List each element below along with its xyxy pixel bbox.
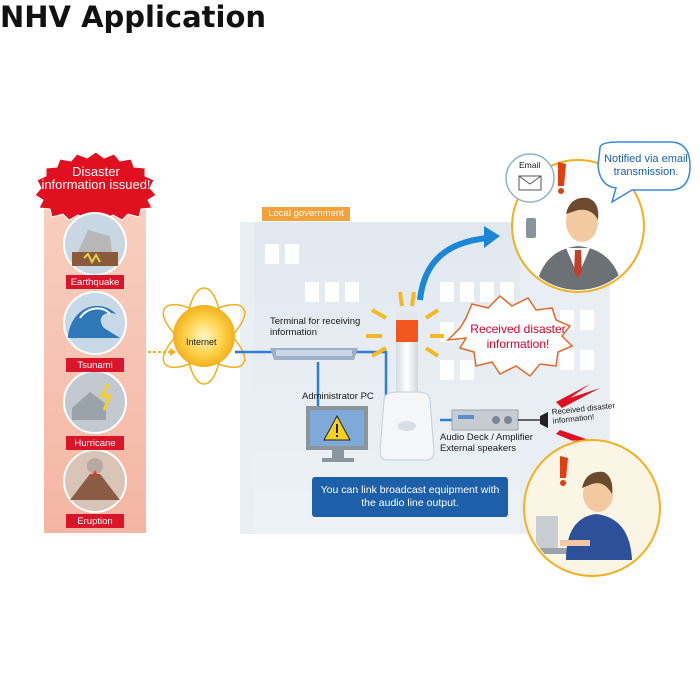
- email-label: Email: [519, 160, 541, 170]
- hazard-panel: [34, 151, 157, 533]
- office-worker: [523, 439, 661, 577]
- email-person: [505, 153, 645, 293]
- network-lines: [235, 350, 452, 422]
- terminal-label: Terminal for receiving information: [270, 316, 361, 338]
- terminal-device: [270, 348, 358, 360]
- tsunami-icon: [63, 291, 127, 355]
- internet-label: Internet: [186, 337, 217, 347]
- hurricane-label-bg: [66, 436, 124, 450]
- local-government-badge: Local government: [262, 207, 350, 221]
- hurricane-icon: [63, 370, 127, 434]
- audio-deck-label: Audio Deck / Amplifier External speakers: [440, 432, 533, 454]
- page-title: NHV Application: [0, 0, 267, 34]
- email-bubble-text: Notified via email transmission.: [604, 153, 688, 178]
- eruption-label-bg: [66, 514, 124, 528]
- tsunami-label-bg: [66, 358, 124, 372]
- broadcast-banner: You can link broadcast equipment with th…: [312, 477, 508, 517]
- tower-light-rays: [366, 291, 444, 358]
- worker-exclamation-icon: [560, 456, 568, 486]
- phone-icon: [526, 218, 536, 238]
- hurricane-label: Hurricane: [74, 438, 116, 449]
- received-bubble-text: Received disaster information!: [470, 322, 566, 351]
- earthquake-label: Earthquake: [70, 277, 120, 288]
- admin-pc-label: Administrator PC: [302, 391, 374, 402]
- audio-deck: [451, 409, 548, 431]
- eruption-label: Eruption: [77, 516, 113, 527]
- received-bubble-shape: [445, 294, 574, 378]
- tsunami-label: Tsunami: [77, 360, 113, 371]
- earthquake-icon: [63, 212, 127, 276]
- signal-tower: [366, 291, 444, 461]
- eruption-icon: [63, 449, 127, 513]
- earthquake-label-bg: [66, 275, 124, 289]
- admin-pc: [306, 406, 368, 462]
- external-speaker-icon: [540, 412, 548, 428]
- exclamation-icon: [558, 162, 566, 194]
- disaster-issued-label: Disaster information issued!: [41, 164, 151, 192]
- email-bubble-shape: [597, 141, 691, 204]
- internet-icon: [162, 287, 246, 385]
- tower-to-email-arrow: [417, 235, 489, 301]
